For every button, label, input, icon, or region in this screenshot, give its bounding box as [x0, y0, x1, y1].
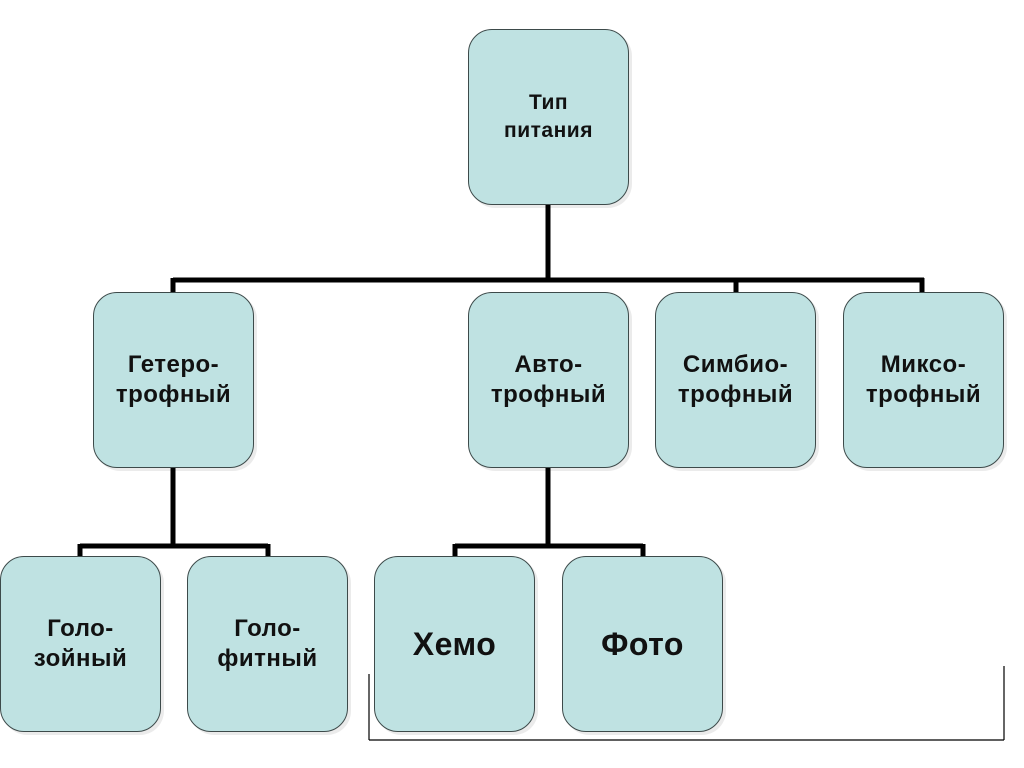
node-mixo-line1: Миксо- — [880, 351, 967, 378]
node-root-line1: Тип — [528, 91, 569, 114]
node-nutrition-type: Тип питания — [468, 29, 629, 205]
node-auto-line1: Авто- — [514, 351, 583, 378]
node-symbio-line2: трофный — [677, 381, 794, 408]
node-autotrophic: Авто- трофный — [468, 292, 629, 468]
node-auto-line2: трофный — [490, 381, 607, 408]
node-photo: Фото — [562, 556, 723, 732]
node-holozoic: Голо- зойный — [0, 556, 161, 732]
node-mixo-line2: трофный — [865, 381, 982, 408]
node-symbio-line1: Симбио- — [682, 351, 789, 378]
node-root-line2: питания — [504, 119, 593, 142]
node-heterotrophic: Гетеро- трофный — [93, 292, 254, 468]
node-hetero-line1: Гетеро- — [127, 351, 220, 378]
node-mixotrophic: Миксо- трофный — [843, 292, 1004, 468]
node-holophytic: Голо- фитный — [187, 556, 348, 732]
node-holophytic-line2: фитный — [217, 645, 318, 672]
node-holozoic-line2: зойный — [33, 645, 128, 672]
node-photo-line1: Фото — [601, 626, 684, 662]
node-symbiotrophic: Симбио- трофный — [655, 292, 816, 468]
node-holophytic-line1: Голо- — [234, 615, 301, 642]
node-holozoic-line1: Голо- — [47, 615, 114, 642]
node-hetero-line2: трофный — [115, 381, 232, 408]
node-chemo: Хемо — [374, 556, 535, 732]
node-chemo-line1: Хемо — [412, 626, 497, 662]
